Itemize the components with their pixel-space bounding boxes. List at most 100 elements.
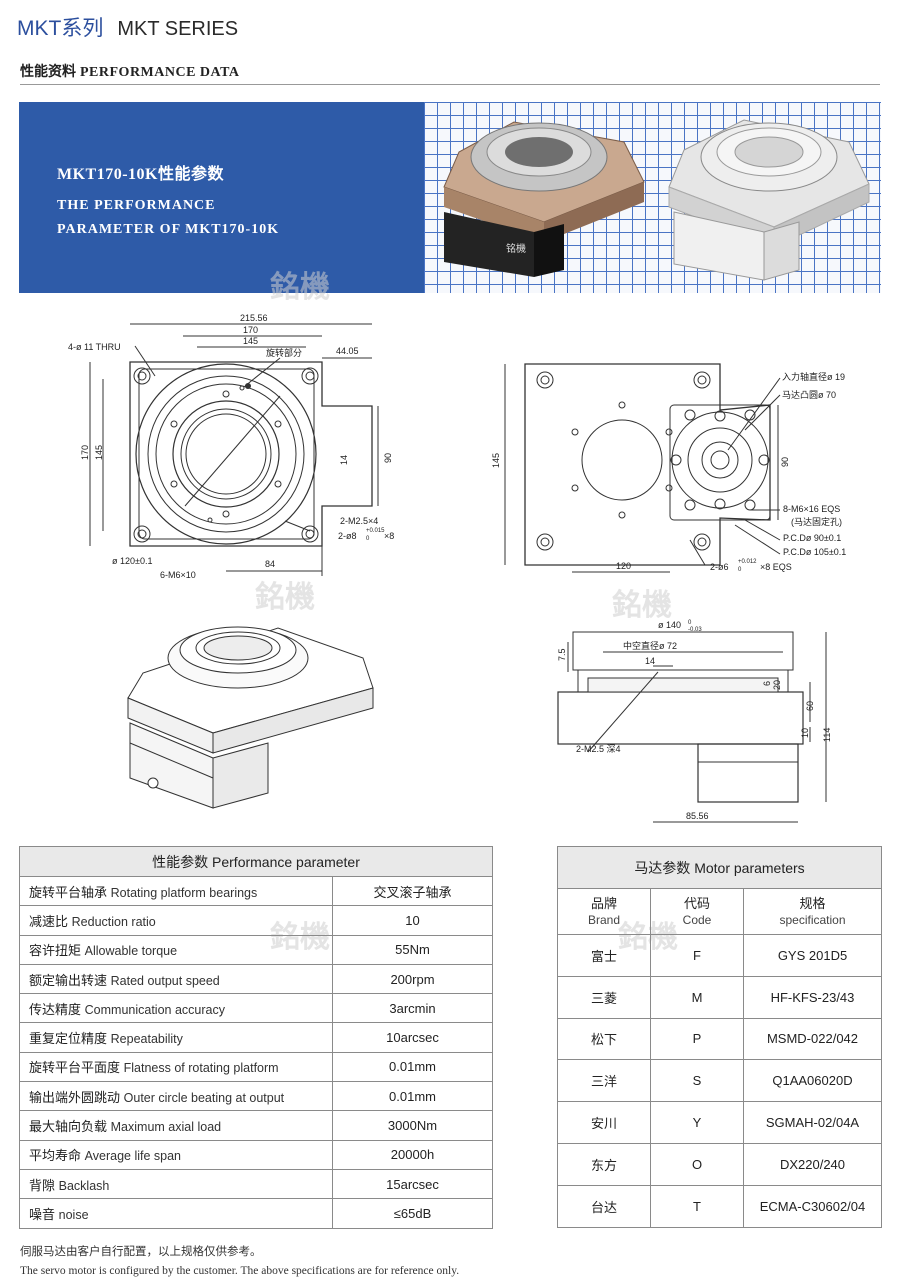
parameter-name: 容许扭矩 Allowable torque [19, 934, 333, 965]
label-m2-5-depth: 2-M2.5 深4 [576, 744, 621, 754]
label-pin-tol-2: +0.012 [738, 559, 757, 565]
parameter-name-cn: 额定输出转速 [29, 972, 108, 988]
product-photo-bronze: 铭機 [443, 121, 645, 277]
parameter-name-en: Average life span [84, 1149, 182, 1164]
dim-60: 60 [805, 701, 815, 711]
parameter-name: 噪音 noise [19, 1198, 333, 1229]
motor-spec: Q1AA06020D [743, 1059, 882, 1103]
parameter-name-en: Allowable torque [84, 944, 178, 959]
parameter-name: 输出端外圆跳动 Outer circle beating at output [19, 1081, 333, 1112]
parameter-name-en: Reduction ratio [71, 914, 156, 929]
parameter-name-en: Rotating platform bearings [110, 885, 258, 900]
performance-table-title: 性能参数 Performance parameter [19, 846, 493, 877]
banner-line-2: THE PERFORMANCE [57, 198, 216, 213]
performance-row: 噪音 noise≤65dB [19, 1198, 493, 1229]
drawing-top-view: 215.56 170 145 44.05 4-ø 11 THRU 旋转部分 17… [60, 306, 400, 591]
parameter-name-en: Backlash [58, 1178, 110, 1193]
label-pin-holes-2: 2-ø6 [710, 562, 729, 572]
motor-brand: 台达 [557, 1184, 651, 1228]
parameter-name: 传达精度 Communication accuracy [19, 993, 333, 1024]
performance-row: 平均寿命 Average life span 20000h [19, 1139, 493, 1170]
motor-code: S [650, 1059, 744, 1103]
label-hollow-dia: 中空直径ø 72 [623, 640, 677, 651]
label-pin-tol: +0.015 [366, 528, 385, 534]
label-thru-holes: 4-ø 11 THRU [68, 342, 121, 352]
footnote-cn: 伺服马达由客户自行配置，以上规格仅供参考。 [20, 1246, 262, 1258]
motor-code: F [650, 934, 744, 977]
parameter-name-en: Communication accuracy [84, 1002, 225, 1017]
label-pin-holes: 2-ø8 [338, 531, 357, 541]
parameter-name-en: Flatness of rotating platform [123, 1061, 279, 1076]
parameter-value: 15arcsec [332, 1168, 493, 1200]
motor-brand: 松下 [557, 1017, 651, 1061]
dim-145-left: 145 [94, 445, 104, 460]
performance-table: 性能参数 Performance parameter 旋转平台轴承 Rotati… [19, 846, 493, 1229]
dim-6: 6 [762, 681, 772, 686]
parameter-value: 0.01mm [332, 1081, 493, 1112]
dim-7-5: 7.5 [557, 648, 567, 661]
dim-145-side: 145 [491, 453, 501, 468]
dim-dia-140-tol: 0 [688, 620, 692, 626]
motor-spec: DX220/240 [743, 1142, 882, 1186]
label-input-shaft: 入力轴直径ø 19 [782, 371, 845, 382]
dim-170-left: 170 [80, 445, 90, 460]
motor-code: P [650, 1017, 744, 1061]
dim-85-56: 85.56 [686, 811, 709, 821]
motor-spec: MSMD-022/042 [743, 1017, 882, 1061]
parameter-name-en: Repeatability [110, 1032, 183, 1047]
motor-spec: SGMAH-02/04A [743, 1101, 882, 1144]
parameter-name: 重复定位精度 Repeatability [19, 1022, 333, 1053]
parameter-name-en: Maximum axial load [110, 1120, 222, 1135]
banner-product-photos: 铭機 [424, 102, 881, 293]
motor-code: T [650, 1184, 744, 1228]
section-divider [20, 84, 880, 85]
label-m6-holes: 6-M6×10 [160, 570, 196, 580]
watermark-2: 銘機 [255, 581, 315, 614]
bottom-view-svg: 入力轴直径ø 19 马达凸圆ø 70 145 90 8-M6×16 EQS (马… [491, 363, 846, 573]
parameter-name-cn: 输出端外圆跳动 [29, 1089, 121, 1105]
parameter-name: 旋转平台轴承 Rotating platform bearings [19, 875, 333, 907]
dim-10: 10 [800, 728, 810, 738]
label-pcd-105: P.C.Dø 105±0.1 [783, 547, 846, 557]
parameter-name-en: Outer circle beating at output [123, 1090, 285, 1105]
section-view-svg: ø 140 0 -0.03 中空直径ø 72 14 7.5 6 20 60 10… [557, 620, 832, 823]
parameter-name-cn: 传达精度 [29, 1001, 82, 1017]
banner-line-1: MKT170-10K性能参数 [57, 166, 224, 183]
motor-brand: 三菱 [557, 975, 651, 1019]
parameter-name: 额定输出转速 Rated output speed [19, 963, 333, 995]
banner-line-3: PARAMETER OF MKT170-10K [57, 222, 280, 237]
parameter-name: 最大轴向负载 Maximum axial load [19, 1110, 333, 1141]
series-title-en: MKT SERIES [117, 18, 239, 40]
parameter-value: 20000h [332, 1139, 493, 1170]
parameter-value: 10arcsec [332, 1022, 493, 1053]
label-pin-depth: ×8 [384, 531, 394, 541]
top-view-svg: 215.56 170 145 44.05 4-ø 11 THRU 旋转部分 17… [68, 313, 394, 580]
parameter-name-cn: 平均寿命 [29, 1148, 82, 1164]
dim-dia-140-tol2: -0.03 [688, 627, 702, 633]
label-pin-depth-2: ×8 EQS [760, 562, 792, 572]
dim-14: 14 [339, 455, 349, 465]
logo-text-dark: 铭機 [506, 242, 526, 255]
parameter-name-cn: 重复定位精度 [29, 1031, 108, 1047]
drawing-isometric [118, 618, 388, 823]
banner: MKT170-10K性能参数 THE PERFORMANCE PARAMETER… [19, 102, 881, 293]
parameter-value: 200rpm [332, 963, 493, 995]
dim-44-05: 44.05 [336, 346, 359, 356]
parameter-value: 0.01mm [332, 1051, 493, 1083]
label-pin-tol0-2: 0 [738, 567, 742, 573]
motor-brand: 东方 [557, 1142, 651, 1186]
dim-170-top: 170 [243, 325, 258, 335]
label-pcd-90: P.C.Dø 90±0.1 [783, 533, 841, 543]
parameter-name: 旋转平台平面度 Flatness of rotating platform [19, 1051, 333, 1083]
label-rotating-part: 旋转部分 [266, 347, 302, 358]
footnote: 伺服马达由客户自行配置，以上规格仅供参考。 The servo motor is… [20, 1243, 459, 1281]
